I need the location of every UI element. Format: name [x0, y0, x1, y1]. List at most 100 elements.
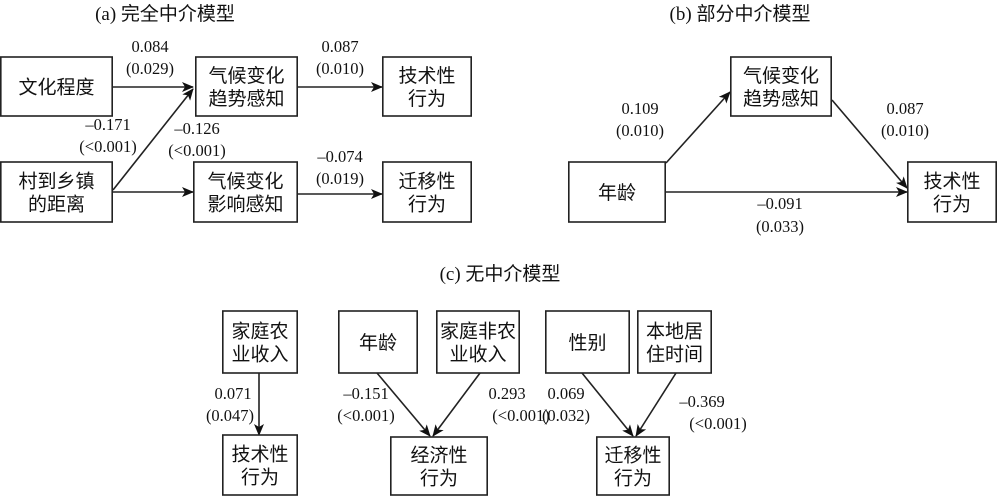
panel-b: (b) 部分中介模型 0.109 (0.010) 0.087 (0.010) –0.091… — [567, 3, 997, 236]
path-p-value: (<0.001) — [79, 137, 136, 156]
path-coefficient: 0.087 — [321, 37, 358, 56]
node-label: 气候变化 — [207, 171, 283, 193]
node-label: 年龄 — [598, 182, 636, 204]
node-label: 趋势感知 — [208, 88, 284, 110]
node-label: 行为 — [241, 467, 279, 489]
node-label: 住时间 — [646, 344, 703, 366]
node-box — [435, 310, 520, 374]
node-label: 技术性 — [398, 65, 455, 87]
path-coefficient: 0.069 — [547, 384, 584, 403]
path-coefficient: 0.084 — [131, 37, 168, 56]
node-box — [389, 436, 488, 496]
node-label: 性别 — [568, 332, 606, 354]
node-label: 家庭非农 — [440, 321, 516, 343]
node-label: 气候变化 — [743, 65, 819, 87]
node-edu: 文化程度 — [0, 56, 114, 117]
node-label: 行为 — [420, 468, 458, 490]
path-arrow-sex-to-migr — [581, 372, 634, 437]
node-label: 技术性 — [231, 444, 288, 466]
panel-a: (a) 完全中介模型 0.084 (0.029) –0.171 (<0.001) –0.1… — [0, 3, 472, 223]
node-label: 经济性 — [410, 445, 467, 467]
node-label: 行为 — [614, 468, 652, 490]
node-box — [381, 161, 472, 223]
panel-title: (c) 无中介模型 — [440, 263, 561, 285]
path-coefficient: 0.071 — [214, 384, 251, 403]
node-label: 趋势感知 — [743, 88, 819, 110]
path-coefficient: 0.087 — [886, 99, 923, 118]
path-coefficient: –0.074 — [316, 147, 362, 166]
path-p-value: (<0.001) — [492, 406, 549, 425]
node-box — [906, 161, 997, 223]
path-arrow-trend-to-tech — [831, 99, 908, 189]
path-p-value: (0.033) — [756, 217, 804, 236]
node-label: 迁移性 — [398, 171, 455, 193]
node-box — [567, 161, 666, 223]
path-p-value: (0.010) — [316, 59, 364, 78]
node-label: 业收入 — [231, 344, 288, 366]
node-label: 行为 — [408, 194, 446, 216]
path-p-value: (0.010) — [881, 121, 929, 140]
path-p-value: (<0.001) — [168, 141, 225, 160]
path-coefficient: –0.369 — [678, 392, 724, 411]
node-label: 村到乡镇 — [18, 171, 94, 193]
path-coefficient: –0.091 — [756, 194, 802, 213]
node-label: 本地居 — [646, 321, 703, 343]
node-box — [636, 310, 712, 374]
node-label: 家庭农 — [231, 321, 288, 343]
path-coefficient: 0.109 — [621, 99, 658, 118]
path-p-value: (0.019) — [316, 169, 364, 188]
node-age: 年龄 — [567, 161, 666, 223]
path-arrow-age-to-trend — [665, 91, 731, 164]
node-label: 的距离 — [28, 194, 85, 216]
path-arrow-resid-to-migr — [635, 372, 677, 437]
node-label: 文化程度 — [18, 77, 94, 99]
path-coefficient: –0.171 — [84, 115, 130, 134]
node-box — [729, 56, 832, 117]
path-p-value: (<0.001) — [689, 414, 746, 433]
panel-c: (c) 无中介模型 0.071 (0.047) –0.151 (<0.001) 0.293… — [206, 263, 747, 496]
panel-title: (b) 部分中介模型 — [670, 3, 811, 25]
path-coefficient: 0.293 — [488, 384, 525, 403]
path-coefficient: –0.151 — [342, 384, 388, 403]
path-coefficient: –0.126 — [173, 119, 219, 138]
node-box — [381, 56, 472, 117]
node-label: 年龄 — [359, 332, 397, 354]
path-arrow-dist-to-trend — [112, 88, 194, 191]
node-box — [222, 434, 299, 496]
path-p-value: (0.029) — [126, 59, 174, 78]
node-label: 气候变化 — [208, 65, 284, 87]
node-label: 行为 — [408, 88, 446, 110]
node-box — [337, 310, 418, 374]
node-box — [544, 310, 630, 374]
node-box — [193, 161, 299, 223]
node-box — [222, 310, 299, 374]
path-p-value: (<0.001) — [337, 406, 394, 425]
path-p-value: (0.047) — [206, 406, 254, 425]
path-arrow-age-to-econ — [376, 372, 431, 437]
node-box — [0, 161, 114, 223]
node-age: 年龄 — [337, 310, 418, 374]
node-label: 迁移性 — [604, 445, 661, 467]
panel-title: (a) 完全中介模型 — [95, 3, 235, 25]
node-box — [195, 56, 299, 117]
node-box — [0, 56, 114, 117]
node-label: 影响感知 — [207, 194, 283, 216]
node-box — [595, 436, 670, 496]
node-sex: 性别 — [544, 310, 630, 374]
path-p-value: (0.032) — [542, 406, 590, 425]
path-p-value: (0.010) — [616, 121, 664, 140]
node-label: 行为 — [933, 194, 971, 216]
